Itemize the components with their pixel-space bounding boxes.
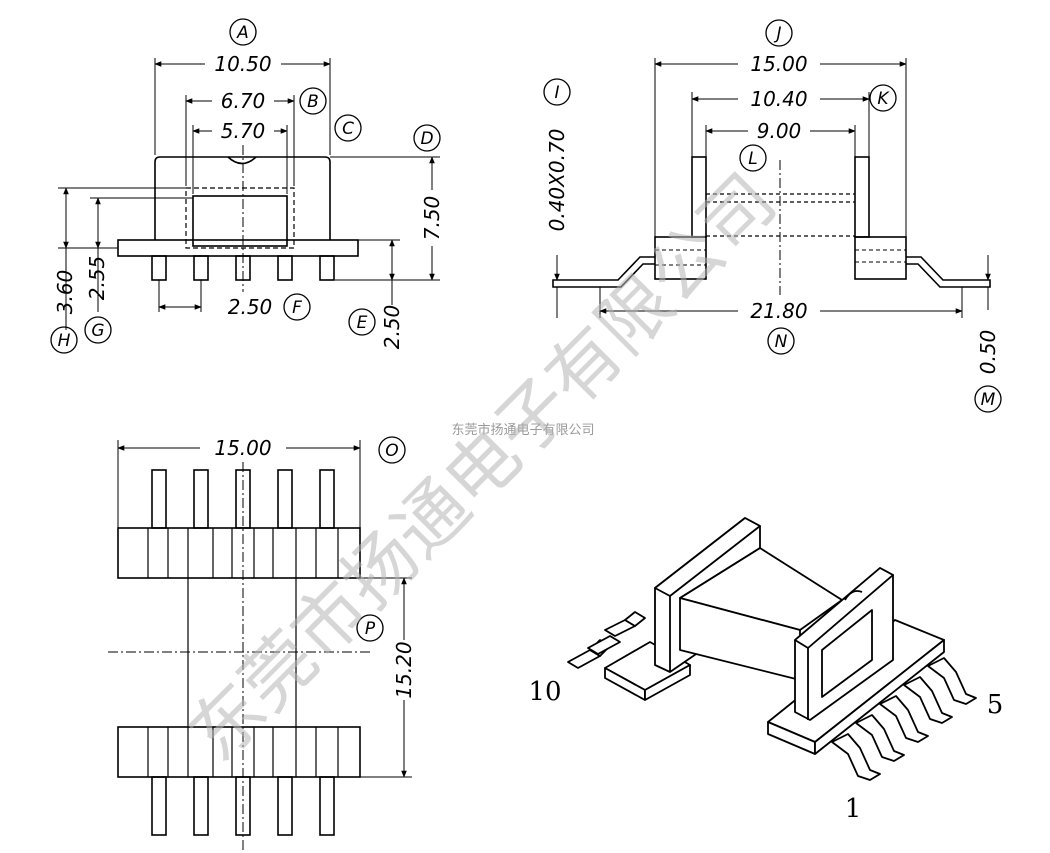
dim-letter-b: B [307,92,319,112]
side-lead-left [552,256,655,288]
isometric-labels: 10 5 1 [528,677,1003,824]
dim-letter-m: M [981,390,996,410]
front-top-notch [227,156,257,165]
dim-value-o: 15.00 [214,436,271,460]
side-flange-right [854,156,870,238]
dim-value-g: 2.55 [85,256,109,301]
dim-letter-a: A [236,23,249,43]
dim-letter-d: D [420,129,433,149]
dim-letter-f: F [292,298,302,318]
dim-value-n: 21.80 [750,299,807,323]
bottom-view-labels: O 15.00 P 15.20 [200,436,416,700]
dim-letter-g: G [91,321,104,341]
dim-letter-p: P [365,619,376,639]
pin-label-10: 10 [528,677,561,707]
dim-value-e: 2.50 [380,305,404,350]
dim-value-i: 0.40X0.70 [545,129,569,232]
dim-value-f: 2.50 [228,295,273,319]
dim-value-a: 10.50 [214,52,271,76]
side-base-left [654,236,707,280]
dim-letter-l: L [748,149,757,169]
dim-value-p: 15.20 [392,641,416,698]
dim-value-b: 6.70 [221,89,266,113]
dim-value-m: 0.50 [976,330,1000,375]
bottom-pins-bottom [151,776,335,836]
dim-letter-i: I [554,83,559,103]
dim-letter-n: N [775,332,788,352]
side-base-right [854,236,907,280]
front-core-window-hidden [185,187,295,249]
dim-value-j: 15.00 [750,52,807,76]
dim-letter-h: H [58,331,71,351]
front-core-window [192,195,288,247]
bottom-view [108,440,412,850]
iso-flange-left-edge [654,517,761,597]
iso-flange-right-window [821,609,873,698]
dim-letter-j: J [773,24,781,44]
iso-pins-left [567,611,646,669]
iso-base-left-side [644,664,691,701]
dim-letter-o: O [385,441,398,461]
iso-pins-right [831,657,977,781]
pin-label-1: 1 [845,794,862,824]
isometric-view [567,517,977,781]
dim-value-c: 5.70 [221,119,266,143]
front-body-outline [154,156,331,240]
side-view-labels: J 15.00 K 10.40 L 9.00 I 0.40X0.70 N 21.… [543,19,1002,413]
watermark-large: 东莞市扬通电子有限公司 [173,158,792,777]
dim-value-l: 9.00 [757,119,802,143]
pin-label-5: 5 [987,690,1004,720]
iso-base-right-side [814,639,945,755]
dim-value-k: 10.40 [750,87,807,111]
dim-value-d: 7.50 [420,196,444,241]
dim-letter-e: E [357,313,368,333]
side-lead-right [906,256,991,288]
front-view-labels: A 10.50 B 6.70 C 5.70 D 7.50 E 2.50 F 2.… [50,18,444,354]
dim-letter-c: C [342,119,354,139]
dim-value-h: 3.60 [53,270,77,315]
watermark-small: 东莞市扬通电子有限公司 [451,422,594,438]
dim-letter-k: K [877,89,890,109]
